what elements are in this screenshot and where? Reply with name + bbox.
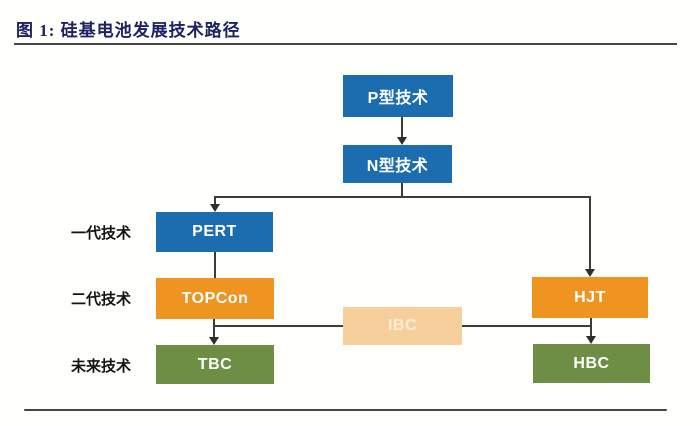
row-label-generation-1: 一代技术 [70,226,131,242]
node-ibc: IBC [343,307,462,345]
bottom-divider [24,409,667,411]
edge-ibc-left-connector [214,325,343,327]
edge-branch-right-drop [589,196,591,271]
node-pert: PERT [156,212,273,252]
edge-ibc-right-connector [462,325,591,327]
edge-topcon-to-tbc [213,319,215,338]
arrowhead-into-tbc [209,337,219,345]
arrowhead-into-hjt [585,269,595,277]
node-n-type: N型技术 [343,145,452,183]
node-topcon: TOPCon [156,278,274,319]
node-hjt: HJT [532,277,648,318]
edge-ntype-stub [401,183,403,197]
figure-title: 图 1: 硅基电池发展技术路径 [16,21,241,40]
arrowhead-into-hbc [586,336,596,344]
row-label-future: 未来技术 [70,359,131,375]
row-label-generation-2: 二代技术 [70,292,131,308]
node-tbc: TBC [156,345,274,384]
edge-branch-left-drop [214,196,216,206]
edge-pert-to-topcon [214,252,216,278]
edge-branch-horizontal [214,196,591,198]
edge-ptype-to-ntype [401,117,403,139]
arrowhead-into-ntype [397,137,407,145]
node-p-type: P型技术 [343,75,453,117]
node-hbc: HBC [533,344,650,383]
arrowhead-into-pert [210,204,220,212]
edge-hjt-to-hbc [590,318,592,337]
title-divider [14,43,677,45]
